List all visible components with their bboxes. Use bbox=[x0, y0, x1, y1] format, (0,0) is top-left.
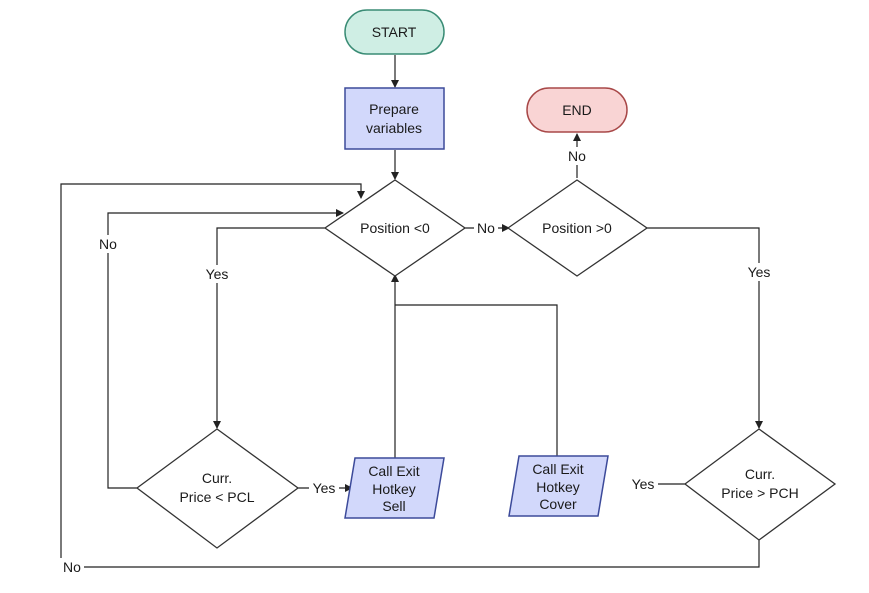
price-below-pcl-shape bbox=[135, 428, 300, 549]
position-gt-zero-decision: Position >0 bbox=[506, 179, 649, 277]
exit-hotkey-sell-line1: Call Exit bbox=[368, 463, 419, 479]
end-terminal: END bbox=[526, 87, 628, 133]
edge-label-pch-yes: Yes bbox=[632, 476, 655, 492]
position-lt-zero-decision: Position <0 bbox=[323, 179, 467, 277]
position-gt-zero-label: Position >0 bbox=[542, 220, 612, 236]
prepare-process: Prepare variables bbox=[344, 87, 445, 150]
start-terminal: START bbox=[344, 9, 445, 55]
exit-hotkey-sell-line3: Sell bbox=[382, 498, 405, 514]
edge-pch-no-loop bbox=[60, 183, 760, 568]
edge-label-pcl-yes: Yes bbox=[313, 480, 336, 496]
price-above-pch-line1: Curr. bbox=[745, 466, 775, 482]
end-label: END bbox=[562, 102, 592, 118]
edge-label-posgt-no: No bbox=[568, 148, 586, 164]
edge-posgt-pch bbox=[646, 227, 763, 429]
price-above-pch-decision: Curr. Price > PCH bbox=[683, 428, 837, 541]
start-shape bbox=[344, 9, 445, 55]
exit-hotkey-cover-line3: Cover bbox=[539, 496, 577, 512]
prepare-shape bbox=[344, 87, 445, 150]
exit-hotkey-sell-io: Call Exit Hotkey Sell bbox=[344, 457, 445, 519]
end-shape bbox=[526, 87, 628, 133]
exit-hotkey-cover-io: Call Exit Hotkey Cover bbox=[508, 455, 609, 517]
price-above-pch-shape bbox=[683, 428, 837, 541]
start-label: START bbox=[372, 24, 417, 40]
exit-hotkey-cover-line2: Hotkey bbox=[536, 479, 580, 495]
edge-label-poslt-no: No bbox=[477, 220, 495, 236]
price-below-pcl-decision: Curr. Price < PCL bbox=[135, 428, 300, 549]
exit-hotkey-sell-line2: Hotkey bbox=[372, 481, 416, 497]
edge-poslt-pcl bbox=[213, 227, 325, 429]
price-below-pcl-line2: Price < PCL bbox=[179, 489, 254, 505]
prepare-label-line1: Prepare bbox=[369, 101, 419, 117]
price-above-pch-line2: Price > PCH bbox=[721, 485, 798, 501]
position-lt-zero-shape bbox=[323, 179, 467, 277]
edge-pcl-no-loop bbox=[107, 209, 344, 489]
position-gt-zero-shape bbox=[506, 179, 649, 277]
edge-label-poslt-yes: Yes bbox=[206, 266, 229, 282]
edge-label-pcl-no: No bbox=[99, 236, 117, 252]
exit-hotkey-cover-line1: Call Exit bbox=[532, 461, 583, 477]
prepare-label-line2: variables bbox=[366, 120, 422, 136]
edge-cover-join bbox=[395, 304, 558, 456]
price-below-pcl-line1: Curr. bbox=[202, 470, 232, 486]
edge-label-pch-no: No bbox=[63, 559, 81, 575]
edge-label-posgt-yes: Yes bbox=[748, 264, 771, 280]
edge-labels: No No Yes Yes No Yes Yes No bbox=[60, 147, 774, 576]
position-lt-zero-label: Position <0 bbox=[360, 220, 430, 236]
exit-hotkey-cover-shape bbox=[508, 455, 609, 517]
exit-hotkey-sell-shape bbox=[344, 457, 445, 519]
